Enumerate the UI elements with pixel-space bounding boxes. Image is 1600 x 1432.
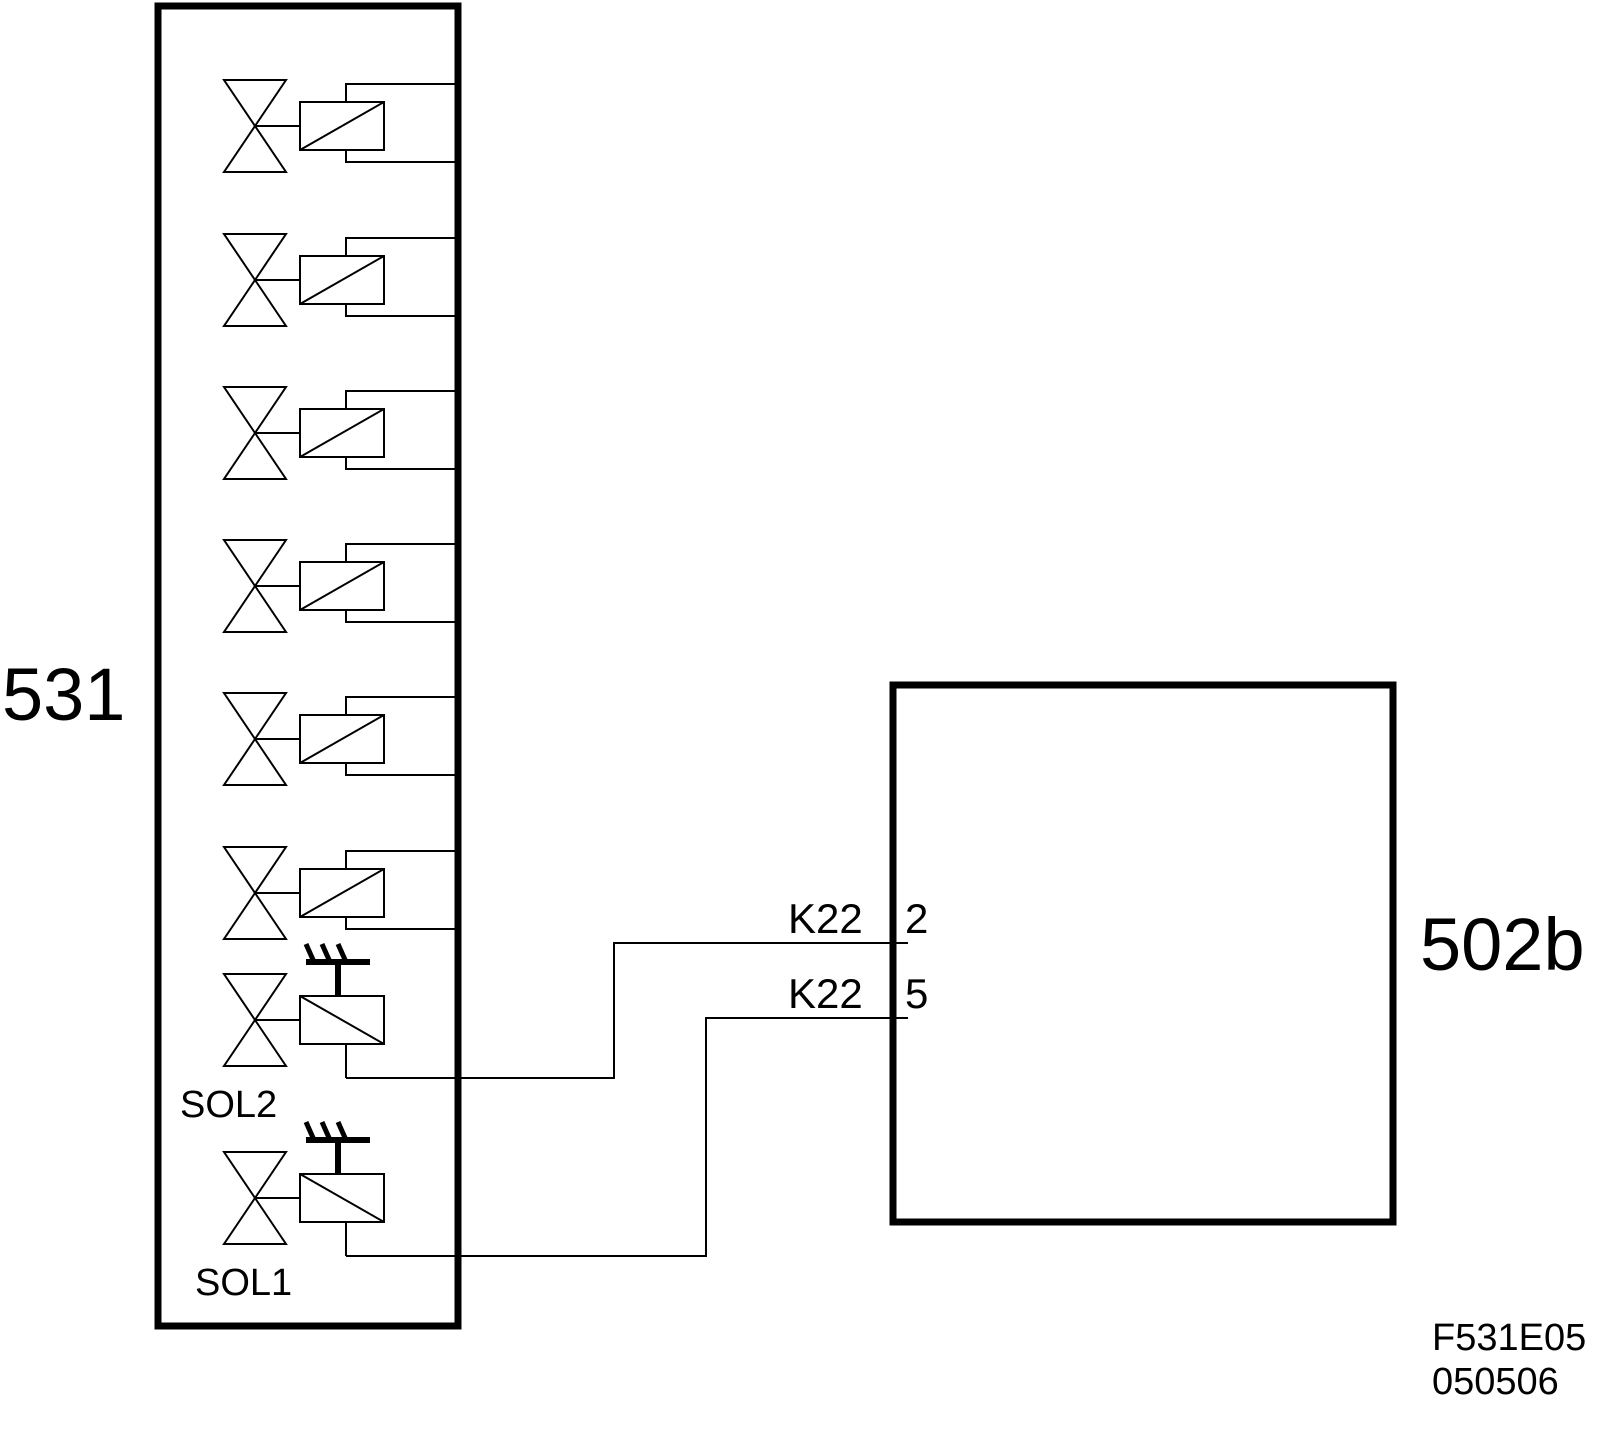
- valve: [222, 692, 455, 786]
- valve-upper-triangle: [222, 1151, 288, 1200]
- connector-code-2: K22: [788, 970, 863, 1017]
- valve-upper-triangle: [222, 79, 288, 128]
- coil-diagonal: [299, 1173, 385, 1223]
- coil-wire-top: [345, 237, 455, 256]
- connector-pin-1: 2: [905, 895, 928, 942]
- coil-diagonal: [299, 561, 385, 611]
- valve-lower-triangle: [222, 124, 288, 173]
- solenoid-valve: [222, 1120, 385, 1256]
- valve-lower-triangle: [222, 278, 288, 327]
- coil-wire-bottom: [345, 150, 455, 163]
- fork-prong: [335, 1120, 349, 1142]
- coil-box: [299, 561, 385, 611]
- valve-upper-triangle: [222, 846, 288, 895]
- coil-wire-bottom: [345, 304, 455, 317]
- valve: [222, 846, 455, 940]
- coil-box: [299, 714, 385, 764]
- valve-upper-triangle: [222, 233, 288, 282]
- valve-group: [222, 79, 455, 1256]
- valve-lower-triangle: [222, 737, 288, 786]
- fork-prong: [303, 942, 317, 964]
- valve-lower-triangle: [222, 1018, 288, 1067]
- sol1-label: SOL1: [195, 1262, 292, 1304]
- coil-box: [299, 408, 385, 458]
- connector-code-1: K22: [788, 895, 863, 942]
- fork-prong: [303, 1120, 317, 1142]
- module-531-box: [154, 2, 462, 1330]
- module-502b-label: 502b: [1420, 903, 1585, 986]
- coil-wire-top: [345, 850, 455, 869]
- solenoid-valve: [222, 942, 385, 1078]
- coil-box: [299, 995, 385, 1045]
- coil-wire-bottom: [345, 763, 455, 776]
- valve-lower-triangle: [222, 891, 288, 940]
- valve-lower-triangle: [222, 1196, 288, 1245]
- figure-date: 050506: [1432, 1361, 1559, 1403]
- fork-prong: [335, 942, 349, 964]
- valve-lower-triangle: [222, 584, 288, 633]
- fork-prong: [319, 1120, 333, 1142]
- coil-diagonal: [299, 101, 385, 151]
- coil-diagonal: [299, 995, 385, 1045]
- valve-upper-triangle: [222, 973, 288, 1022]
- coil-diagonal: [299, 255, 385, 305]
- coil-wire-top: [345, 696, 455, 715]
- valve-upper-triangle: [222, 692, 288, 741]
- coil-wire-bottom: [345, 457, 455, 470]
- connector-pin-2: 5: [905, 970, 928, 1017]
- module-531-label: 531: [2, 653, 125, 736]
- valve: [222, 233, 455, 327]
- coil-wire-top: [345, 390, 455, 409]
- figure-code: F531E05: [1432, 1317, 1586, 1359]
- fork-prong: [319, 942, 333, 964]
- sol2-label: SOL2: [180, 1084, 277, 1126]
- valve-upper-triangle: [222, 386, 288, 435]
- module-502b-box: [889, 681, 1397, 1226]
- coil-diagonal: [299, 714, 385, 764]
- valve-upper-triangle: [222, 539, 288, 588]
- wire-sol2-k22-2: [346, 942, 908, 1079]
- coil-box: [299, 1173, 385, 1223]
- valve: [222, 539, 455, 633]
- coil-diagonal: [299, 868, 385, 918]
- coil-diagonal: [299, 408, 385, 458]
- coil-box: [299, 868, 385, 918]
- valve-lower-triangle: [222, 431, 288, 480]
- coil-box: [299, 255, 385, 305]
- coil-wire-top: [345, 543, 455, 562]
- coil-wire-top: [345, 83, 455, 102]
- wire-sol1-k22-5: [346, 1017, 908, 1257]
- coil-wire-bottom: [345, 917, 455, 930]
- coil-wire-bottom: [345, 610, 455, 623]
- valve: [222, 386, 455, 480]
- coil-box: [299, 101, 385, 151]
- valve: [222, 79, 455, 173]
